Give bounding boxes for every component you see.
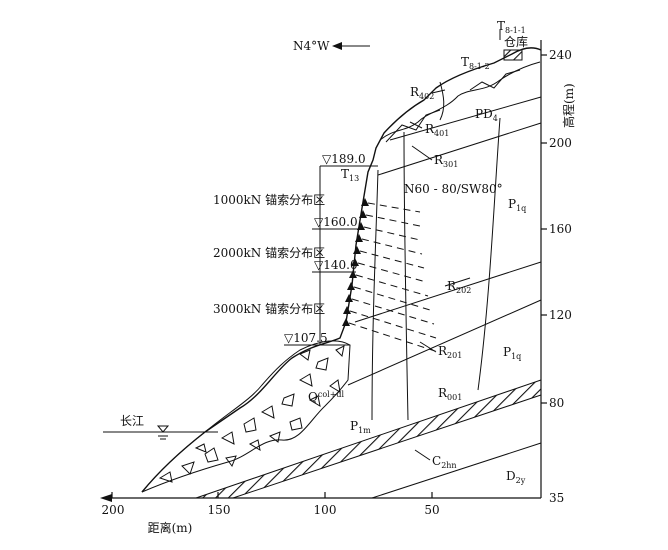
anchor-head-icon: [355, 234, 363, 242]
label-p-1q-upper: P1q: [508, 197, 526, 213]
anchor-zone-3000kn: 3000kN 锚索分布区: [213, 301, 325, 316]
label-c-2hn: C2hn: [432, 454, 457, 470]
y-axis: 240 200 160 120 80 35 高程(m): [540, 40, 576, 505]
label-orientation: N60 - 80/SW80°: [404, 182, 503, 196]
anchor-zone-1000kn: 1000kN 锚索分布区: [213, 192, 325, 207]
x-tick-150: 150: [208, 503, 231, 517]
warehouse: 仓库: [503, 34, 528, 61]
y-tick-120: 120: [549, 308, 572, 322]
x-axis-arrow-icon: [100, 494, 112, 502]
label-t-8-1-1: T8-1-1: [497, 19, 526, 35]
x-axis: 200 150 100 50 距离(m): [100, 492, 541, 535]
river-water-level: 长江: [103, 414, 218, 440]
label-pd-4: PD4: [475, 107, 498, 123]
label-q-col-dl: Qcol+dl: [308, 390, 345, 404]
elevation-189: ▽189.0: [322, 152, 366, 166]
x-tick-50: 50: [424, 503, 439, 517]
water-level-icon: [156, 425, 170, 433]
anchor-head-icon: [345, 294, 353, 302]
label-r-301: R301: [434, 153, 458, 169]
anchor-head-icon: [357, 222, 365, 230]
y-axis-title: 高程(m): [561, 83, 576, 128]
y-tick-80: 80: [549, 396, 564, 410]
x-axis-title: 距离(m): [148, 520, 193, 535]
elevation-107-5: ▽107.5: [284, 331, 328, 345]
y-tick-240: 240: [549, 48, 572, 62]
anchor-head-icon: [359, 210, 367, 218]
bedrock-layers: [195, 81, 542, 499]
anchor-zone-2000kn: 2000kN 锚索分布区: [213, 245, 325, 260]
leader-lines: [409, 30, 501, 461]
anchor-head-icon: [342, 318, 350, 326]
direction-arrow-icon: [332, 42, 342, 50]
colluvial-deposit: [141, 340, 351, 493]
direction-indicator: N4°W: [293, 39, 370, 53]
label-p-1m: P1m: [350, 419, 371, 435]
anchor-zones: 1000kN 锚索分布区 2000kN 锚索分布区 3000kN 锚索分布区: [213, 192, 325, 316]
label-r-201: R201: [438, 344, 462, 360]
rock-fragments: [158, 345, 345, 483]
warehouse-label: 仓库: [504, 34, 528, 49]
x-tick-200: 200: [102, 503, 125, 517]
warehouse-icon: [503, 49, 523, 61]
x-tick-100: 100: [314, 503, 337, 517]
label-r-001: R001: [438, 386, 462, 402]
label-r-401: R401: [425, 122, 449, 138]
elevation-140: ▽140.0: [314, 258, 358, 272]
label-r-402: R402: [410, 85, 434, 101]
y-tick-35: 35: [549, 491, 564, 505]
ground-surface: [141, 47, 542, 493]
river-label: 长江: [120, 414, 144, 428]
anchor-cables: [342, 198, 439, 353]
anchor-head-icon: [347, 282, 355, 290]
label-p-1q-lower: P1q: [503, 345, 521, 361]
anchor-head-icon: [351, 258, 359, 266]
anchor-head-icon: [343, 306, 351, 314]
c2hn-hatched-layer: [195, 379, 542, 499]
strata-labels: T8-1-1 T8-1-2 R402 R401 PD4 R301 T13 N60…: [308, 19, 526, 485]
label-d-2y: D2y: [506, 469, 526, 485]
label-t-8-1-2: T8-1-2: [461, 55, 490, 71]
anchor-head-icon: [361, 198, 369, 206]
anchor-head-icon: [353, 246, 361, 254]
direction-label: N4°W: [293, 39, 330, 53]
elevation-markers: ▽189.0 ▽160.0 ▽140.0 ▽107.5: [284, 152, 378, 346]
label-r-202: R202: [447, 279, 471, 295]
elevation-160: ▽160.0: [314, 215, 358, 229]
label-t-13: T13: [341, 167, 359, 183]
anchor-head-icon: [349, 270, 357, 278]
y-tick-160: 160: [549, 222, 572, 236]
y-tick-200: 200: [549, 136, 572, 150]
